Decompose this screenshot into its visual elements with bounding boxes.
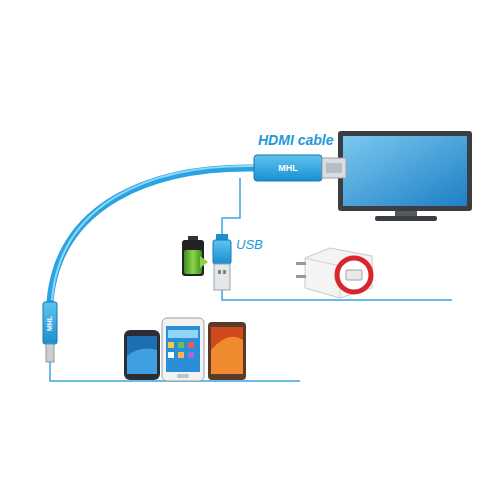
plug-marking: MHL	[278, 164, 298, 173]
cable-highlight	[52, 166, 256, 300]
hdmi-plug	[254, 155, 346, 181]
usb-plug	[213, 234, 231, 290]
mhl-cable	[50, 168, 256, 302]
connector-label: USB	[236, 238, 263, 251]
cable-label: HDMI cable	[258, 133, 333, 147]
wires	[50, 178, 452, 381]
micro-usb-plug	[43, 302, 57, 362]
wall-charger	[296, 248, 372, 298]
phone-middle	[162, 318, 204, 381]
tv-monitor	[338, 131, 472, 221]
plug-marking: MHL	[46, 315, 53, 330]
phone-left	[124, 330, 160, 380]
phone-right	[208, 322, 246, 380]
battery-icon	[182, 236, 208, 276]
